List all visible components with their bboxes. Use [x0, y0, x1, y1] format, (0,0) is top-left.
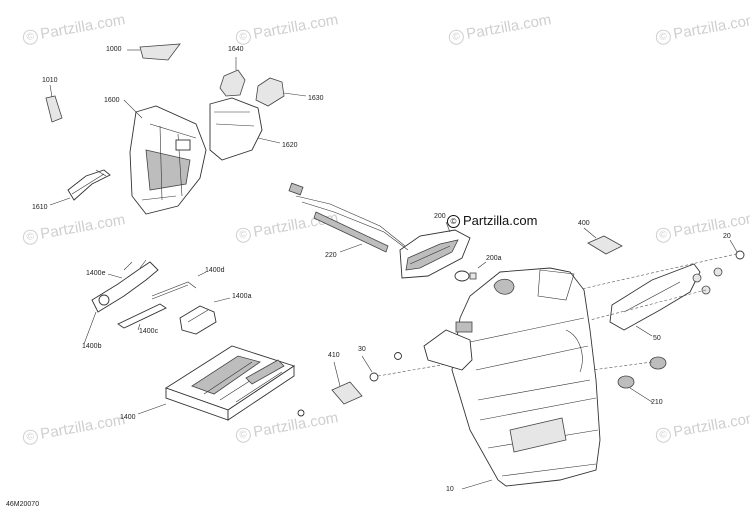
part-30-washer — [369, 372, 379, 382]
diagram-code: 46M20070 — [6, 501, 40, 508]
callout-1400[interactable]: 1400 — [120, 414, 136, 421]
partzilla-brand-overlay: ©Partzilla.com — [447, 213, 537, 228]
callout-1630[interactable]: 1630 — [308, 95, 324, 102]
part-10-mud-flap — [423, 267, 601, 487]
callout-210[interactable]: 210 — [651, 399, 663, 406]
callout-50[interactable]: 50 — [653, 335, 661, 342]
part-1600-shape — [129, 105, 207, 215]
part-1400c-bar — [117, 303, 167, 329]
part-200a-bulb — [454, 270, 477, 282]
callout-1620[interactable]: 1620 — [282, 142, 298, 149]
part-1640-shape — [219, 69, 246, 97]
callout-220[interactable]: 220 — [325, 252, 337, 259]
callout-1400e[interactable]: 1400e — [86, 270, 106, 277]
callout-30[interactable]: 30 — [358, 346, 366, 353]
part-400-shape — [587, 235, 623, 255]
callout-1400d[interactable]: 1400d — [205, 267, 225, 274]
part-1610-shape — [67, 169, 111, 201]
part-1010-shape — [45, 95, 63, 123]
callout-200a[interactable]: 200a — [486, 255, 502, 262]
callout-1000[interactable]: 1000 — [106, 46, 122, 53]
callout-10[interactable]: 10 — [446, 486, 454, 493]
part-20-shape — [735, 250, 745, 260]
part-410-shape — [331, 381, 363, 405]
part-1620-shape — [209, 97, 263, 161]
callout-400[interactable]: 400 — [578, 220, 590, 227]
part-1000-shape — [139, 43, 181, 61]
callout-1610[interactable]: 1610 — [32, 204, 48, 211]
part-1630-shape — [255, 77, 285, 107]
callout-1600[interactable]: 1600 — [104, 97, 120, 104]
part-220-harness — [288, 182, 409, 253]
part-1400-tool-kit — [164, 345, 296, 421]
part-1400e-wrench — [91, 259, 159, 313]
callout-1640[interactable]: 1640 — [228, 46, 244, 53]
callout-200[interactable]: 200 — [434, 213, 446, 220]
callout-20[interactable]: 20 — [723, 233, 731, 240]
part-210-grommet — [617, 356, 667, 389]
callout-1400b[interactable]: 1400b — [82, 343, 102, 350]
part-50-bracket — [609, 263, 701, 331]
callout-410[interactable]: 410 — [328, 352, 340, 359]
part-1400a-socket — [179, 305, 217, 335]
callout-1400c[interactable]: 1400c — [139, 328, 159, 335]
part-1400d-hex-key — [151, 281, 197, 300]
part-200-tail-light — [399, 229, 471, 279]
callout-1010[interactable]: 1010 — [42, 77, 58, 84]
callout-1400a[interactable]: 1400a — [232, 293, 252, 300]
